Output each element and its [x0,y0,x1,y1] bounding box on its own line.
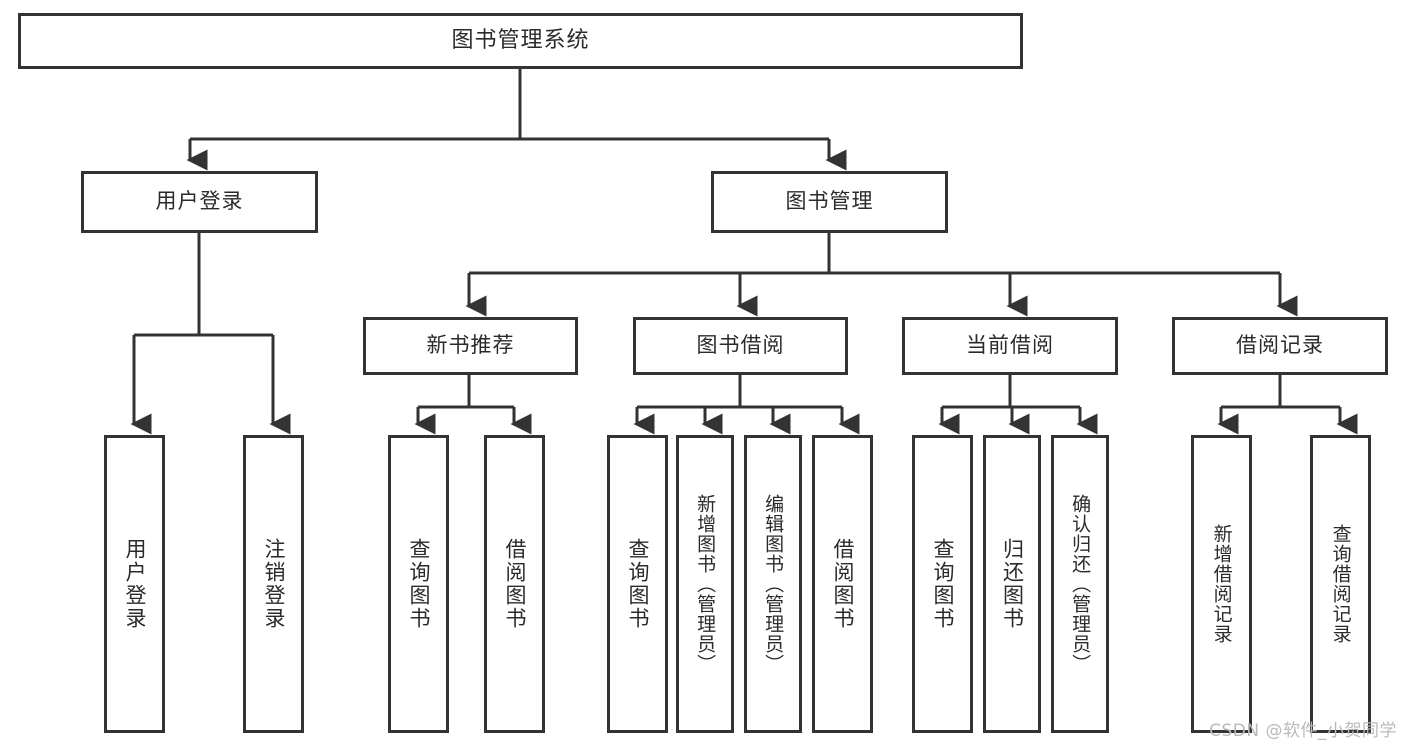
leaf-label: 借阅图书 [502,538,527,630]
node-borrow-record[interactable]: 借阅记录 [1172,317,1388,375]
node-current-borrow-label: 当前借阅 [966,333,1054,358]
leaf-node[interactable]: 新增借阅记录 [1191,435,1252,733]
leaf-label: 确认归还（管理员） [1069,494,1092,674]
node-book-management-label: 图书管理 [785,189,874,214]
leaf-label: 注销登录 [261,538,286,630]
leaf-label: 查询图书 [930,538,955,630]
leaf-node[interactable]: 注销登录 [243,435,304,733]
node-book-management[interactable]: 图书管理 [711,171,948,233]
node-user-login-label: 用户登录 [155,189,244,214]
leaf-label: 查询图书 [625,538,650,630]
leaf-node[interactable]: 借阅图书 [812,435,873,733]
leaf-node[interactable]: 编辑图书（管理员） [744,435,802,733]
leaf-node[interactable]: 新增图书（管理员） [676,435,734,733]
leaf-label: 新增图书（管理员） [694,494,717,674]
leaf-node[interactable]: 用户登录 [104,435,165,733]
leaf-node[interactable]: 查询图书 [388,435,449,733]
watermark-text: CSDN @软件_小贺同学 [1209,721,1397,741]
leaf-label: 查询借阅记录 [1329,524,1352,644]
leaf-label: 用户登录 [122,538,147,630]
leaf-label: 新增借阅记录 [1210,524,1233,644]
node-book-borrow-label: 图书借阅 [696,333,785,358]
leaf-label: 编辑图书（管理员） [762,494,785,674]
node-book-borrow[interactable]: 图书借阅 [633,317,848,375]
leaf-node[interactable]: 查询图书 [912,435,973,733]
leaf-label: 查询图书 [406,538,431,630]
leaf-node[interactable]: 查询图书 [607,435,668,733]
node-new-book-recommend-label: 新书推荐 [426,333,515,358]
node-new-book-recommend[interactable]: 新书推荐 [363,317,578,375]
node-borrow-record-label: 借阅记录 [1236,333,1324,358]
node-user-login[interactable]: 用户登录 [81,171,318,233]
node-root-label: 图书管理系统 [451,27,590,53]
leaf-node[interactable]: 查询借阅记录 [1310,435,1371,733]
node-current-borrow[interactable]: 当前借阅 [902,317,1118,375]
leaf-node[interactable]: 借阅图书 [484,435,545,733]
node-root[interactable]: 图书管理系统 [18,13,1023,69]
leaf-label: 归还图书 [1000,538,1025,630]
leaf-node[interactable]: 归还图书 [983,435,1041,733]
leaf-label: 借阅图书 [830,538,855,630]
leaf-node[interactable]: 确认归还（管理员） [1051,435,1109,733]
